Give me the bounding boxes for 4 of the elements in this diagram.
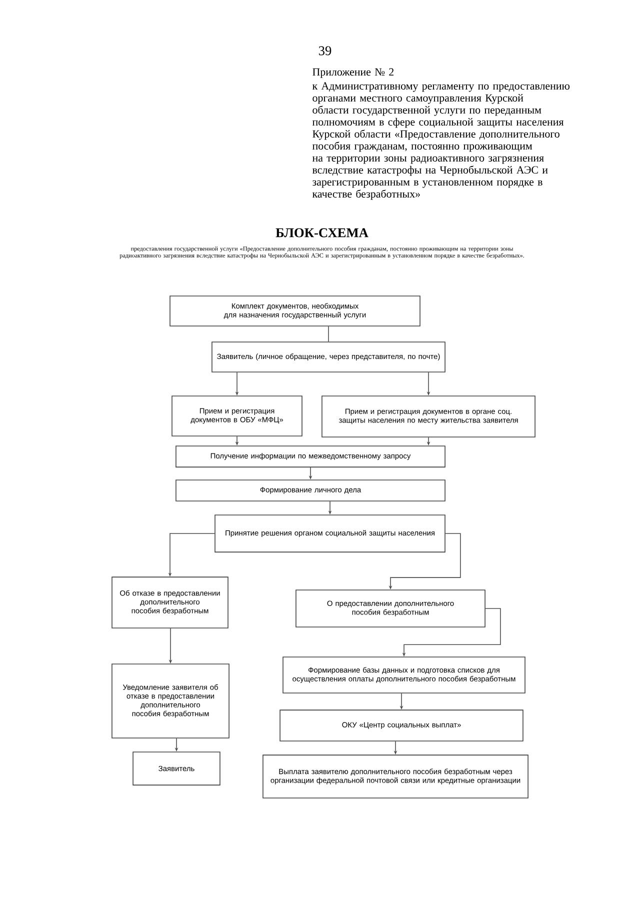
appendix-heading: Приложение № 2: [312, 68, 394, 78]
appendix-note: к Административному регламенту по предоставлению органами местного самоуправления Курской области государственной услуги по переданным полномочиям в сфере социальной защиты населения Курской области «Предоставление дополнительного пособия гражданам, постоянно проживающим на территории зоны радиоактивного загрязнения вследствие катастрофы на Чернобыльской АЭС и зарегистрированным в установленном порядке в качестве безработных»: [312, 82, 570, 200]
title: БЛОК-СХЕМА: [276, 228, 368, 238]
page-number: 39: [318, 46, 332, 56]
